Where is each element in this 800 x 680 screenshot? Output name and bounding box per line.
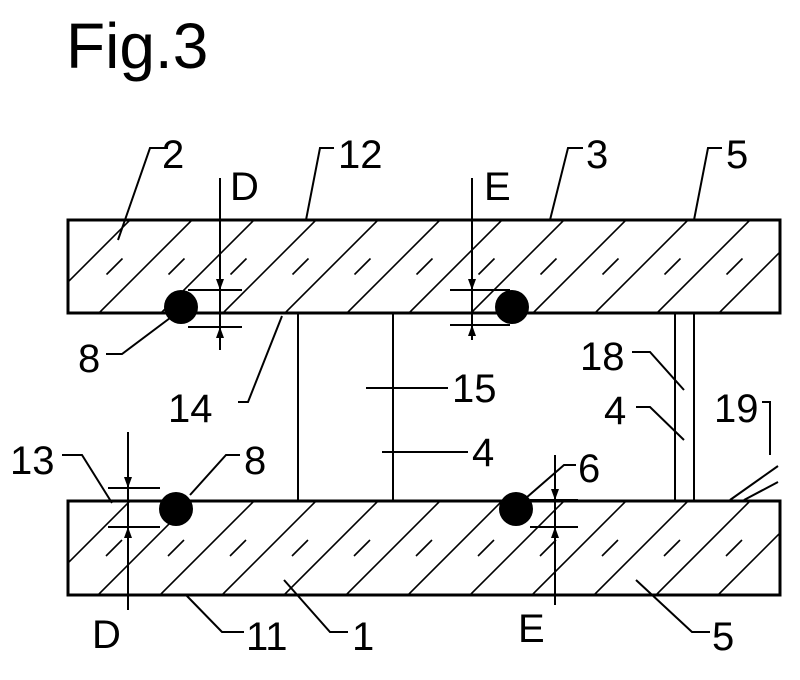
hatch-dash — [105, 257, 124, 276]
hatch-dash — [353, 257, 372, 276]
seal-bead-bottom-right — [499, 492, 533, 526]
hatch-dash — [415, 539, 433, 557]
hatch-dash — [44, 540, 60, 556]
hatch-dash — [601, 539, 619, 557]
hatch-line — [346, 220, 441, 313]
hatch-dash — [477, 257, 496, 276]
label-8-lower: 8 — [244, 439, 266, 483]
hatch-dash — [663, 539, 681, 557]
label-13: 13 — [10, 439, 55, 483]
seal-bead-top-left — [164, 290, 198, 324]
hatch-line — [68, 501, 69, 503]
hatch-line — [222, 220, 317, 313]
dimension-e-bottom — [530, 455, 578, 605]
hatch-line — [221, 501, 317, 595]
hatch-line — [68, 220, 69, 222]
hatch-dash — [167, 257, 186, 276]
hatch-line — [284, 220, 379, 313]
hatch-line — [656, 220, 751, 313]
hatch-line — [781, 220, 800, 313]
hatch-line — [469, 501, 565, 595]
label-12: 12 — [338, 133, 383, 177]
dimension-d-bottom — [108, 432, 160, 610]
hatch-dash — [725, 539, 743, 557]
hatch-dash — [601, 257, 620, 276]
label-d-bottom: D — [92, 613, 121, 657]
label-15: 15 — [452, 367, 497, 411]
hatch-dash — [788, 540, 800, 556]
label-6: 6 — [578, 447, 600, 491]
dimension-e-top — [450, 178, 510, 340]
hatch-dash — [291, 539, 309, 557]
label-3: 3 — [586, 133, 608, 177]
figure-title: Fig.3 — [66, 10, 208, 82]
seal-bead-bottom-left — [159, 492, 193, 526]
hatch-line — [68, 220, 131, 284]
hatch-line — [779, 593, 780, 595]
label-e-top: E — [484, 165, 511, 209]
dimension-d-top — [188, 178, 242, 350]
label-18: 18 — [580, 335, 625, 379]
hatch-dash — [291, 257, 310, 276]
seal-bead-top-right — [495, 290, 529, 324]
hatch-dash — [167, 539, 185, 557]
hatch-dash — [789, 259, 800, 275]
label-14: 14 — [168, 387, 213, 431]
label-4-middle: 4 — [472, 431, 494, 475]
label-11: 11 — [246, 615, 288, 659]
label-1: 1 — [352, 615, 374, 659]
hatch-line — [345, 501, 441, 595]
hatch-dash — [45, 259, 61, 275]
leader-lines — [62, 147, 779, 633]
hatch-line — [593, 501, 689, 595]
label-5-bottom: 5 — [712, 615, 734, 659]
hatch-dash — [229, 539, 247, 557]
hatch-line — [717, 531, 780, 595]
label-e-bottom: E — [518, 607, 545, 651]
hatch-line — [283, 501, 379, 595]
hatch-line — [68, 501, 131, 565]
hatch-dash — [539, 257, 558, 276]
hatch-dash — [229, 257, 248, 276]
hatch-line — [531, 501, 627, 595]
hatch-dash — [105, 539, 123, 557]
hatch-dash — [663, 257, 682, 276]
label-4-right: 4 — [604, 389, 626, 433]
hatch-line — [159, 501, 255, 595]
label-5-top: 5 — [726, 133, 748, 177]
hatch-line — [98, 220, 193, 313]
hatch-line — [718, 250, 780, 313]
hatch-line — [470, 220, 565, 313]
hatch-line — [407, 501, 503, 595]
hatch-dash — [477, 539, 495, 557]
label-d-top: D — [230, 165, 259, 209]
label-19: 19 — [714, 387, 759, 431]
hatch-line — [532, 220, 627, 313]
hatch-dash — [353, 539, 371, 557]
hatch-dash — [415, 257, 434, 276]
hatch-dash — [725, 257, 744, 276]
hatch-line — [655, 501, 751, 595]
label-8-left: 8 — [78, 337, 100, 381]
label-2: 2 — [162, 133, 184, 177]
hatch-line — [408, 220, 503, 313]
hatch-dash — [539, 539, 557, 557]
top-plate-hatching — [45, 220, 800, 313]
hatch-line — [594, 220, 689, 313]
